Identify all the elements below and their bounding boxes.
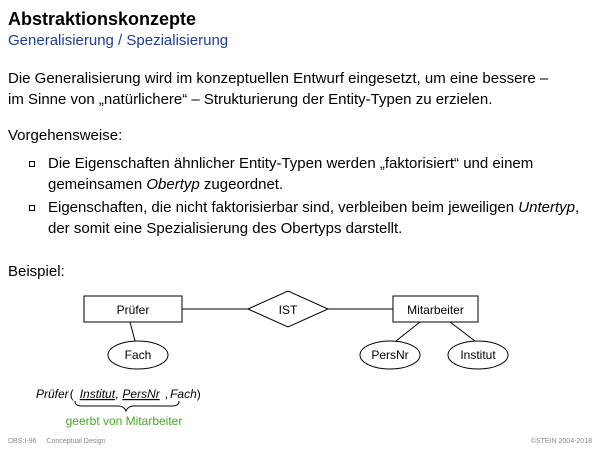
footer-topic: Conceptual Design [46,438,106,445]
attribute-persnr-label: PersNr [371,348,408,362]
square-bullet-icon [29,161,35,167]
schema-text: Prüfer(Institut,PersNr,Fach) [36,387,201,401]
slide-subtitle: Generalisierung / Spezialisierung [8,32,229,49]
item-text: Eigenschaften, die nicht faktorisierbar … [48,199,519,216]
schema-sep: , [165,387,168,401]
entity-mitarbeiter-label: Mitarbeiter [407,303,464,317]
intro-paragraph: Die Generalisierung wird im konzeptuelle… [8,68,593,110]
item-text: Die Eigenschaften ähnlicher Entity-Typen… [48,155,534,193]
attribute-fach-label: Fach [125,348,152,362]
attribute-institut-label: Institut [460,348,496,362]
item-text: zugeordnet. [199,176,284,193]
procedure-heading: Vorgehensweise: [8,127,123,144]
procedure-list: Die Eigenschaften ähnlicher Entity-Typen… [8,153,593,241]
underbrace [74,400,180,413]
attribute-line [129,321,136,342]
intro-line-2: im Sinne von „natürlichere“ – Strukturie… [8,91,493,108]
relationship-ist-label: IST [279,303,298,317]
schema-close: ) [197,387,201,401]
schema-attr-persnr: PersNr [122,387,160,401]
entity-pruefer-label: Prüfer [117,303,150,317]
schema-attr-institut: Institut [80,387,116,401]
attribute-fach [107,340,169,370]
item-text: , der somit eine Spezialisierung des Obe… [48,199,580,237]
entity-mitarbeiter [392,295,479,323]
footer-left: DBS:I-96 Conceptual Design [8,437,106,446]
footer-copyright: ©STEIN 2004-2018 [530,438,592,445]
schema-sep: , [115,387,118,401]
procedure-item: Die Eigenschaften ähnlicher Entity-Typen… [8,153,593,195]
example-label: Beispiel: [8,263,65,280]
item-term: Untertyp [518,199,575,216]
attribute-line [449,321,476,342]
schema-name: Prüfer [36,387,70,401]
intro-line-1: Die Generalisierung wird im konzeptuelle… [8,70,549,87]
slide-title: Abstraktionskonzepte [8,9,197,29]
square-bullet-icon [29,205,35,211]
schema-attr-fach: Fach [170,387,197,401]
attribute-institut [447,340,509,370]
attribute-line [395,321,421,342]
schema-open: ( [70,387,74,401]
relationship-ist [246,290,330,328]
entity-pruefer [83,295,183,323]
attribute-persnr [359,340,421,370]
footer-course: DBS:I-96 [8,438,37,445]
procedure-item: Eigenschaften, die nicht faktorisierbar … [8,197,593,239]
item-term: Obertyp [146,176,200,193]
inherited-note: geerbt von Mitarbeiter [66,414,183,428]
